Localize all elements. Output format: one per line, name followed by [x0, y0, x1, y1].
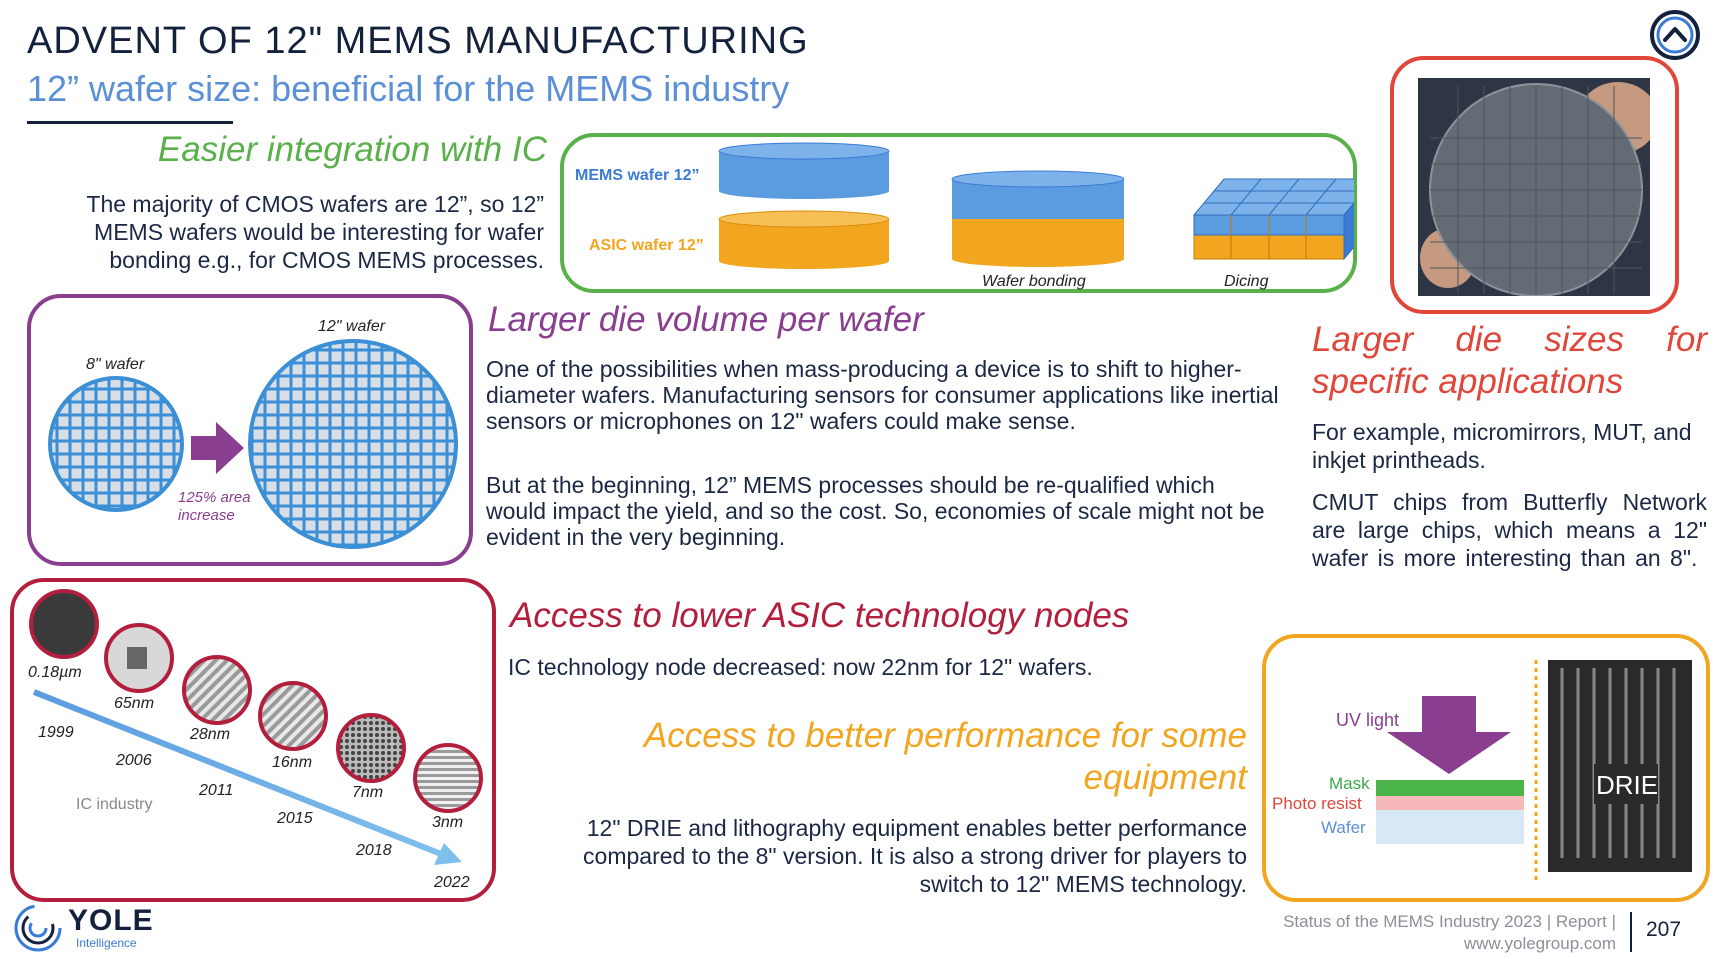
logo-main: YOLE [68, 904, 154, 937]
node-label-5: 3nm [432, 814, 464, 831]
node-label-4: 7nm [352, 784, 384, 801]
node-label-3: 16nm [272, 754, 313, 771]
performance-body: 12" DRIE and lithography equipment enabl… [583, 815, 1247, 897]
report-line2: www.yolegroup.com [1463, 934, 1616, 953]
logo-sub: Intelligence [76, 936, 137, 950]
integration-heading: Easier integration with IC [157, 130, 547, 169]
yole-swirl-icon [12, 902, 64, 954]
footer-divider [1630, 912, 1632, 952]
report-line1: Status of the MEMS Industry 2023 | Repor… [1283, 912, 1616, 931]
year-label-3: 2015 [277, 810, 313, 827]
wafer-photo-frame [1390, 56, 1679, 314]
year-label-1: 2006 [116, 752, 152, 769]
node-image-0 [29, 589, 99, 659]
ic-node-timeline: 0.18µm 65nm 28nm 16nm 7nm 3nm 1999 2006 … [10, 578, 496, 902]
die-volume-diagram: 8" wafer 12" wafer 125% area increase [27, 294, 473, 566]
uv-arrow-icon [1387, 696, 1511, 774]
mems-wafer-label: MEMS wafer 12” [575, 167, 700, 184]
die-volume-para2: But at the beginning, 12” MEMS processes… [486, 472, 1265, 550]
performance-heading-line1: Access to better performance for some [643, 716, 1247, 755]
ic-industry-label: IC industry [76, 796, 153, 813]
chevron-up-circle-icon[interactable] [1648, 8, 1702, 62]
die-sizes-para2: CMUT chips from Butterfly Network are la… [1312, 489, 1707, 571]
photo-resist-label: Photo resist [1272, 794, 1362, 813]
dicing-label: Dicing [1224, 273, 1269, 290]
asic-nodes-body: IC technology node decreased: now 22nm f… [508, 654, 1093, 680]
12in-wafer-label: 12" wafer [318, 318, 386, 335]
year-label-5: 2022 [434, 874, 470, 891]
wafer-stack-graphic [718, 142, 1354, 269]
title-underline [27, 121, 233, 124]
resist-layer [1376, 796, 1524, 810]
node-image-5 [413, 743, 483, 813]
uv-light-label: UV light [1336, 710, 1400, 730]
wafer-photo [1418, 78, 1650, 296]
page-title: ADVENT OF 12" MEMS MANUFACTURING [27, 20, 809, 62]
die-volume-heading: Larger die volume per wafer [488, 300, 924, 339]
wafer-label: Wafer [1321, 818, 1366, 837]
12in-wafer-graphic [248, 339, 458, 549]
node-image-3 [258, 681, 328, 751]
node-label-1: 65nm [114, 695, 155, 712]
die-sizes-heading-line2: specific applications [1312, 362, 1624, 401]
page-number: 207 [1646, 918, 1682, 941]
8in-wafer-graphic [48, 376, 184, 512]
die-sizes-para1: For example, micromirrors, MUT, and inkj… [1312, 419, 1692, 473]
asic-wafer-label: ASIC wafer 12” [589, 237, 704, 254]
lithography-drie-diagram: UV light Mask Photo resist Wafer DRIE [1262, 634, 1710, 902]
node-label-2: 28nm [190, 726, 231, 743]
area-increase-label-line1: 125% area [178, 489, 251, 506]
year-label-4: 2018 [356, 842, 392, 859]
page-subtitle: 12” wafer size: beneficial for the MEMS … [27, 68, 790, 109]
asic-nodes-heading: Access to lower ASIC technology nodes [510, 596, 1130, 635]
wafer-bonding-diagram: MEMS wafer 12” ASIC wafer 12” Wafer bond… [560, 133, 1357, 293]
die-volume-para1: One of the possibilities when mass-produ… [486, 356, 1279, 434]
mask-layer [1376, 780, 1524, 796]
year-label-0: 1999 [38, 724, 74, 741]
mask-label: Mask [1329, 774, 1370, 793]
year-label-2: 2011 [199, 782, 234, 799]
wafer-layer [1376, 810, 1524, 844]
node-image-2 [182, 655, 252, 725]
drie-label: DRIE [1596, 770, 1659, 800]
node-label-0: 0.18µm [28, 664, 82, 681]
performance-heading-line2: equipment [1083, 758, 1247, 797]
increase-arrow-icon [191, 422, 244, 474]
node-image-4 [336, 713, 406, 783]
bonding-label: Wafer bonding [982, 273, 1086, 290]
die-sizes-heading-line1: Larger die sizes for [1312, 320, 1707, 359]
integration-body: The majority of CMOS wafers are 12”, so … [86, 191, 544, 273]
8in-wafer-label: 8" wafer [86, 356, 145, 373]
area-increase-label-line2: increase [178, 507, 235, 524]
